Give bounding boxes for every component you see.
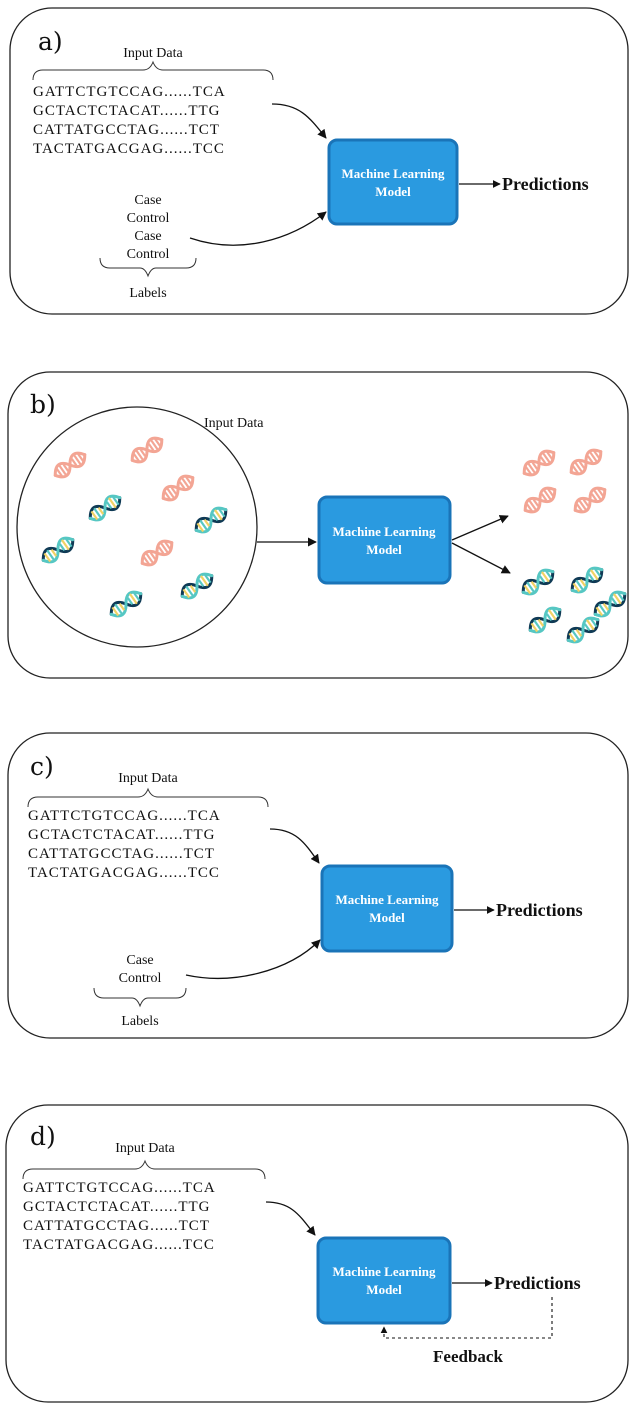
panel-a-letter: a) — [38, 27, 63, 56]
panel-c-input-label: Input Data — [118, 771, 178, 786]
panel-c-input-brace — [27, 787, 269, 808]
panel-d: d) Input Data GATTCTGTCCAG......TCA GCTA… — [5, 1104, 629, 1403]
panel-b-model-line-2: Model — [366, 542, 402, 557]
panel-a-model-line-2: Model — [375, 184, 411, 199]
panel-a-labels-arrow — [189, 211, 327, 246]
panel-b-letter: b) — [30, 390, 56, 419]
panel-a-predictions: Predictions — [502, 174, 589, 194]
panel-c-model-box — [320, 864, 454, 953]
sequence-row: CATTATGCCTAG......TCT — [33, 122, 220, 138]
panel-d-input-label: Input Data — [115, 1141, 175, 1156]
panel-a-frame — [9, 7, 629, 315]
panel-b-model-line-1: Machine Learning — [333, 524, 436, 539]
sequence-row: TACTATGACGAG......TCC — [33, 141, 225, 157]
panel-b-cluster-arrow-2 — [451, 542, 511, 574]
panel-d-sequences: GATTCTGTCCAG......TCA GCTACTCTACAT......… — [23, 1180, 216, 1253]
panel-d-letter: d) — [30, 1122, 56, 1151]
sequence-row: TACTATGACGAG......TCC — [23, 1237, 215, 1253]
panel-a-labels-brace — [99, 257, 197, 278]
panel-d-model-box — [316, 1236, 452, 1325]
panel-c-data-arrow — [269, 828, 320, 864]
panel-d-model-line-1: Machine Learning — [333, 1264, 436, 1279]
sequence-row: CATTATGCCTAG......TCT — [23, 1218, 210, 1234]
panel-b: b) Input Data Machine Learning Model — [7, 371, 629, 679]
panel-b-model-box — [317, 495, 452, 585]
label-item: Control — [127, 247, 170, 262]
label-item: Control — [127, 211, 170, 226]
panel-c-labels: Case Control — [119, 953, 162, 986]
panel-d-feedback-loop — [380, 1297, 553, 1339]
sequence-row: TACTATGACGAG......TCC — [28, 865, 220, 881]
panel-b-input-label: Input Data — [204, 416, 264, 431]
sequence-row: CATTATGCCTAG......TCT — [28, 846, 215, 862]
panel-d-data-arrow — [265, 1201, 316, 1236]
sequence-row: GCTACTCTACAT......TTG — [28, 827, 215, 843]
panel-c-predictions: Predictions — [496, 900, 583, 920]
panel-d-model-line-2: Model — [366, 1282, 402, 1297]
panel-d-predictions: Predictions — [494, 1273, 581, 1293]
panel-b-data-pool — [16, 406, 258, 648]
panel-c-frame — [7, 732, 629, 1039]
panel-a: a) Input Data GATTCTGTCCAG......TCA GCTA… — [9, 7, 629, 315]
panel-b-cluster-arrow-1 — [451, 515, 509, 541]
sequence-row: GATTCTGTCCAG......TCA — [33, 84, 226, 100]
panel-c: c) Input Data GATTCTGTCCAG......TCA GCTA… — [7, 732, 629, 1039]
label-item: Control — [119, 971, 162, 986]
label-item: Case — [134, 229, 161, 244]
panel-a-sequences: GATTCTGTCCAG......TCA GCTACTCTACAT......… — [33, 84, 226, 157]
panel-c-letter: c) — [30, 752, 54, 781]
label-item: Case — [134, 193, 161, 208]
panel-a-input-label: Input Data — [123, 46, 183, 61]
panel-a-input-brace — [32, 60, 274, 81]
panel-c-labels-caption: Labels — [121, 1014, 158, 1029]
panel-d-feedback-label: Feedback — [433, 1347, 503, 1366]
panel-c-model-line-2: Model — [369, 910, 405, 925]
label-item: Case — [126, 953, 153, 968]
panel-a-model-box — [327, 138, 459, 226]
sequence-row: GCTACTCTACAT......TTG — [33, 103, 220, 119]
sequence-row: GCTACTCTACAT......TTG — [23, 1199, 210, 1215]
panel-c-labels-arrow — [185, 939, 321, 979]
sequence-row: GATTCTGTCCAG......TCA — [28, 808, 221, 824]
panel-c-model-line-1: Machine Learning — [336, 892, 439, 907]
panel-c-labels-brace — [93, 987, 187, 1008]
panel-a-labels: Case Control Case Control — [127, 193, 170, 262]
panel-d-input-brace — [22, 1159, 266, 1180]
panel-c-sequences: GATTCTGTCCAG......TCA GCTACTCTACAT......… — [28, 808, 221, 881]
sequence-row: GATTCTGTCCAG......TCA — [23, 1180, 216, 1196]
panel-a-labels-caption: Labels — [129, 286, 166, 301]
panel-a-data-arrow — [271, 103, 327, 139]
panel-a-model-line-1: Machine Learning — [342, 166, 445, 181]
